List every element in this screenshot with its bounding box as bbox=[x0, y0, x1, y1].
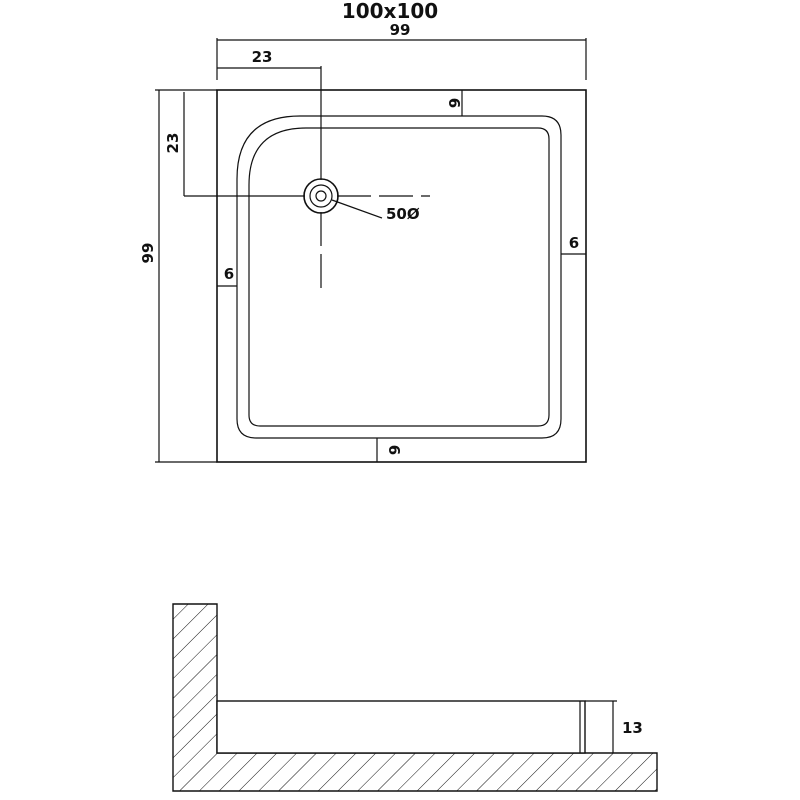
rim-right-dimension: 6 bbox=[561, 234, 586, 255]
tray-basin-inner bbox=[248, 127, 550, 427]
overall-height-dimension: 99 bbox=[139, 89, 217, 463]
drawing-title: 100x100 bbox=[342, 0, 438, 23]
drain-x-offset-dimension: 23 bbox=[217, 48, 321, 69]
drain-diameter-callout: 50Ø bbox=[331, 199, 420, 223]
rim-right-label: 6 bbox=[569, 234, 579, 252]
drain-centerlines bbox=[262, 66, 430, 288]
overall-width-label: 99 bbox=[390, 21, 411, 39]
rim-left-dimension: 6 bbox=[217, 265, 237, 287]
section-view: 13 bbox=[172, 603, 658, 792]
drain-x-offset-label: 23 bbox=[252, 48, 273, 66]
drain-y-offset-dimension: 23 bbox=[164, 92, 262, 197]
rim-bottom-dimension: 6 bbox=[376, 438, 403, 462]
tray-basin-outer bbox=[236, 115, 562, 439]
drain-icon bbox=[303, 178, 339, 214]
overall-height-label: 99 bbox=[139, 243, 157, 264]
overall-width-dimension: 99 bbox=[216, 21, 587, 80]
rim-top-label: 6 bbox=[445, 98, 463, 108]
rim-bottom-label: 6 bbox=[385, 445, 403, 455]
drain-diameter-label: 50Ø bbox=[386, 205, 420, 223]
drain-y-offset-label: 23 bbox=[164, 133, 182, 154]
rim-left-label: 6 bbox=[224, 265, 234, 283]
section-wall-and-floor bbox=[172, 603, 658, 792]
section-tray-body bbox=[216, 700, 586, 754]
tray-outer-edge bbox=[216, 89, 587, 463]
rim-top-dimension: 6 bbox=[445, 90, 463, 116]
section-height-label: 13 bbox=[622, 719, 643, 737]
